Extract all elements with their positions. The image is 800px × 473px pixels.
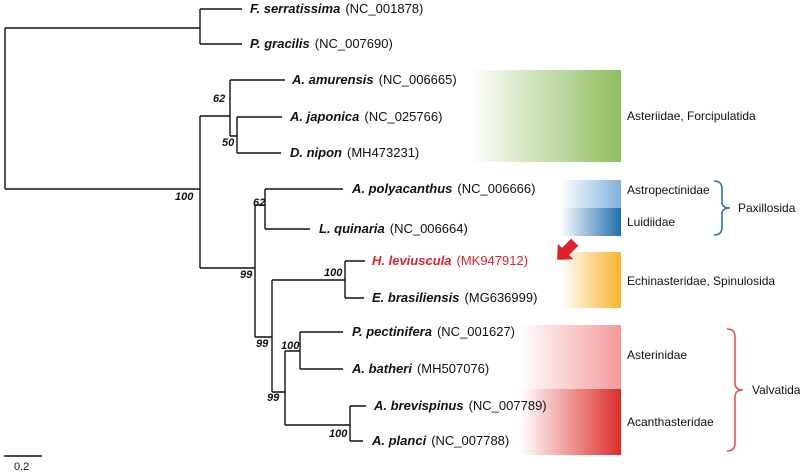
band-echinasteridae (560, 252, 621, 308)
band-asterinidae (520, 325, 621, 389)
branch-outgroup (199, 8, 242, 45)
bracket-valvatida (726, 328, 744, 452)
family-label-astropectinidae: Astropectinidae (627, 183, 710, 197)
order-brackets: Paxillosida Valvatida (713, 180, 800, 452)
bootstrap-asteriid-clade: 62 (213, 93, 225, 105)
taxon-label: P. gracilis(NC_007690) (250, 36, 393, 51)
scale-bar: 0.2 (4, 455, 42, 473)
branch-hle-ebr (344, 260, 365, 299)
taxon-label: F. serratissima(NC_001878) (250, 1, 423, 16)
family-labels: Asteriidae, Forcipulatida Astropectinida… (627, 109, 775, 429)
bootstrap-abr-apl: 100 (329, 428, 348, 440)
bootstrap-valvatida-spinulosida: 99 (256, 338, 269, 350)
taxon-labels: F. serratissima(NC_001878) P. gracilis(N… (250, 1, 547, 448)
taxon-label: A. brevispinus(NC_007789) (373, 398, 547, 413)
tree-branches (4, 8, 366, 442)
branch-abr-apl (349, 405, 366, 442)
bootstrap-paxillosida-clade: 62 (253, 197, 265, 209)
branch-valvatida-spinulosida (271, 279, 345, 393)
taxon-label: A. polyacanthus(NC_006666) (351, 181, 535, 196)
taxon-label: A. amurensis(NC_006665) (291, 72, 457, 87)
arrow-icon (557, 238, 579, 260)
family-label-luidiidae: Luidiidae (627, 215, 675, 229)
branch-aja-dni (236, 116, 282, 154)
branch-ingroup (199, 115, 255, 269)
bracket-paxillosida (713, 180, 731, 236)
scale-bar-label: 0.2 (14, 461, 29, 473)
band-asteriidae (470, 70, 621, 162)
bootstrap-ppe-aba: 100 (281, 340, 300, 352)
taxon-label-highlighted: H. leviuscula(MK947912) (372, 253, 528, 268)
taxon-label: D. nipon(MH473231) (290, 145, 419, 160)
branch-paxillosida-clade (264, 188, 343, 230)
taxon-label: E. brasiliensis(MG636999) (372, 290, 537, 305)
bootstrap-aja-dni: 50 (222, 137, 235, 149)
band-luidiidae (560, 208, 621, 236)
branch-valvatida-clade (284, 350, 350, 426)
family-label-asterinidae: Asterinidae (627, 348, 687, 362)
family-label-asteriidae: Asteriidae, Forcipulatida (627, 109, 756, 123)
taxon-label: A. planci(NC_007788) (371, 433, 509, 448)
taxon-label: P. pectinifera(NC_001627) (352, 324, 515, 339)
taxon-label: A. batheri(MH507076) (351, 361, 489, 376)
bootstrap-valvatida-clade: 99 (267, 392, 280, 404)
family-bands (470, 70, 621, 455)
family-label-acanthasteridae: Acanthasteridae (627, 415, 714, 429)
taxon-label: L. quinaria(NC_006664) (319, 221, 468, 236)
bootstrap-root: 100 (175, 191, 194, 203)
band-acanthasteridae (520, 389, 621, 455)
branch-root (4, 27, 200, 190)
band-astropectinidae (560, 180, 621, 208)
family-label-echinasteridae: Echinasteridae, Spinulosida (627, 274, 775, 288)
branch-ppe-aba (299, 331, 343, 370)
order-label-paxillosida: Paxillosida (738, 201, 796, 215)
bootstrap-major-clade: 99 (240, 269, 253, 281)
taxon-label: A. japonica(NC_025766) (289, 109, 442, 124)
order-label-valvatida: Valvatida (752, 383, 800, 397)
bootstrap-hle-ebr: 100 (324, 267, 343, 279)
bootstrap-values: 100 62 50 62 99 100 99 100 99 100 (175, 93, 348, 440)
branch-major-clade (254, 204, 272, 338)
branch-asteriid-clade (229, 79, 285, 137)
